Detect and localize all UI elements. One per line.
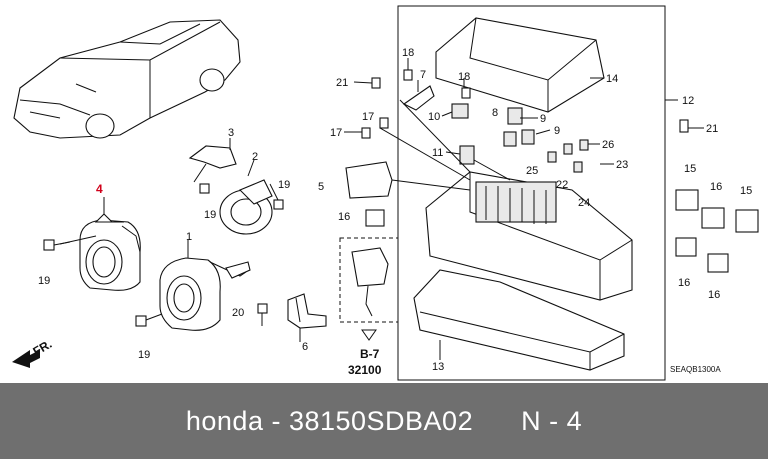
callout-10: 10	[428, 111, 440, 123]
small-fuses	[402, 85, 589, 173]
leader-lines	[344, 58, 704, 191]
bracket-part-6	[287, 293, 327, 329]
callout-7: 7	[420, 69, 426, 81]
fuse-box-body	[425, 171, 633, 301]
diagram-code: SEAQB1300A	[670, 365, 721, 374]
callout-4: 4	[96, 182, 103, 196]
callout-1: 1	[186, 231, 192, 243]
callout-20: 20	[232, 307, 244, 319]
callout-22: 22	[556, 179, 568, 191]
relay-part-16-left	[365, 209, 385, 227]
horn-part-2	[219, 179, 273, 235]
fuse-box-tray-part-13	[413, 269, 625, 371]
callout-5: 5	[318, 181, 324, 193]
callout-19a: 19	[38, 275, 50, 287]
bolts-fuse-box	[361, 69, 689, 139]
callout-17b: 17	[330, 127, 342, 139]
callout-21b: 21	[706, 123, 718, 135]
callout-12: 12	[682, 95, 694, 107]
diagram-svg: 4 1 2 3 5 6 7 8 9 9 10 11 12 13 14 15 15…	[12, 5, 759, 381]
callout-18b: 18	[458, 71, 470, 83]
ref-number-label: 32100	[348, 363, 382, 377]
callout-16d: 16	[708, 289, 720, 301]
callout-18a: 18	[402, 47, 414, 59]
callout-8: 8	[492, 107, 498, 119]
bolt-19-bottom	[135, 313, 163, 327]
relays-right	[675, 189, 759, 273]
callouts: 4 1 2 3 5 6 7 8 9 9 10 11 12 13 14 15 15…	[31, 47, 753, 377]
callout-13: 13	[432, 361, 444, 373]
callout-15b: 15	[740, 185, 752, 197]
bolt-19-left	[43, 239, 71, 251]
callout-15a: 15	[684, 163, 696, 175]
callout-16c: 16	[678, 277, 690, 289]
horn-bracket-part-3	[188, 145, 237, 183]
callout-23: 23	[616, 159, 628, 171]
fuse-box-cover-part-14	[435, 17, 605, 113]
horn-high-part-1	[159, 257, 251, 331]
callout-2: 2	[252, 151, 258, 163]
callout-16a: 16	[710, 181, 722, 193]
front-arrow	[12, 350, 40, 368]
ref-section-label: B-7	[360, 347, 380, 361]
callout-24: 24	[578, 197, 590, 209]
connector-reference-box	[339, 237, 399, 341]
bolt-20	[257, 303, 268, 326]
callout-17a: 17	[362, 111, 374, 123]
callout-19c: 19	[204, 209, 216, 221]
callout-19b: 19	[138, 349, 150, 361]
callout-3: 3	[228, 127, 234, 139]
callout-6: 6	[302, 341, 308, 353]
callout-19d: 19	[278, 179, 290, 191]
callout-16b: 16	[338, 211, 350, 223]
callout-9b: 9	[554, 125, 560, 137]
part-number-caption: honda - 38150SDBA02 N - 4	[185, 405, 583, 436]
callout-11: 11	[432, 147, 443, 159]
car-illustration	[13, 19, 241, 139]
callout-9a: 9	[540, 113, 546, 125]
callout-14: 14	[606, 73, 618, 85]
bolt-19-horn	[199, 183, 284, 210]
horn-low-part-4	[79, 213, 141, 291]
callout-25: 25	[526, 165, 538, 177]
relay-part-5	[345, 161, 393, 199]
parts-diagram: 4 1 2 3 5 6 7 8 9 9 10 11 12 13 14 15 15…	[12, 5, 759, 381]
callout-26: 26	[602, 139, 614, 151]
callout-21a: 21	[336, 77, 348, 89]
part-footer-bar: honda - 38150SDBA02 N - 4	[0, 383, 768, 459]
